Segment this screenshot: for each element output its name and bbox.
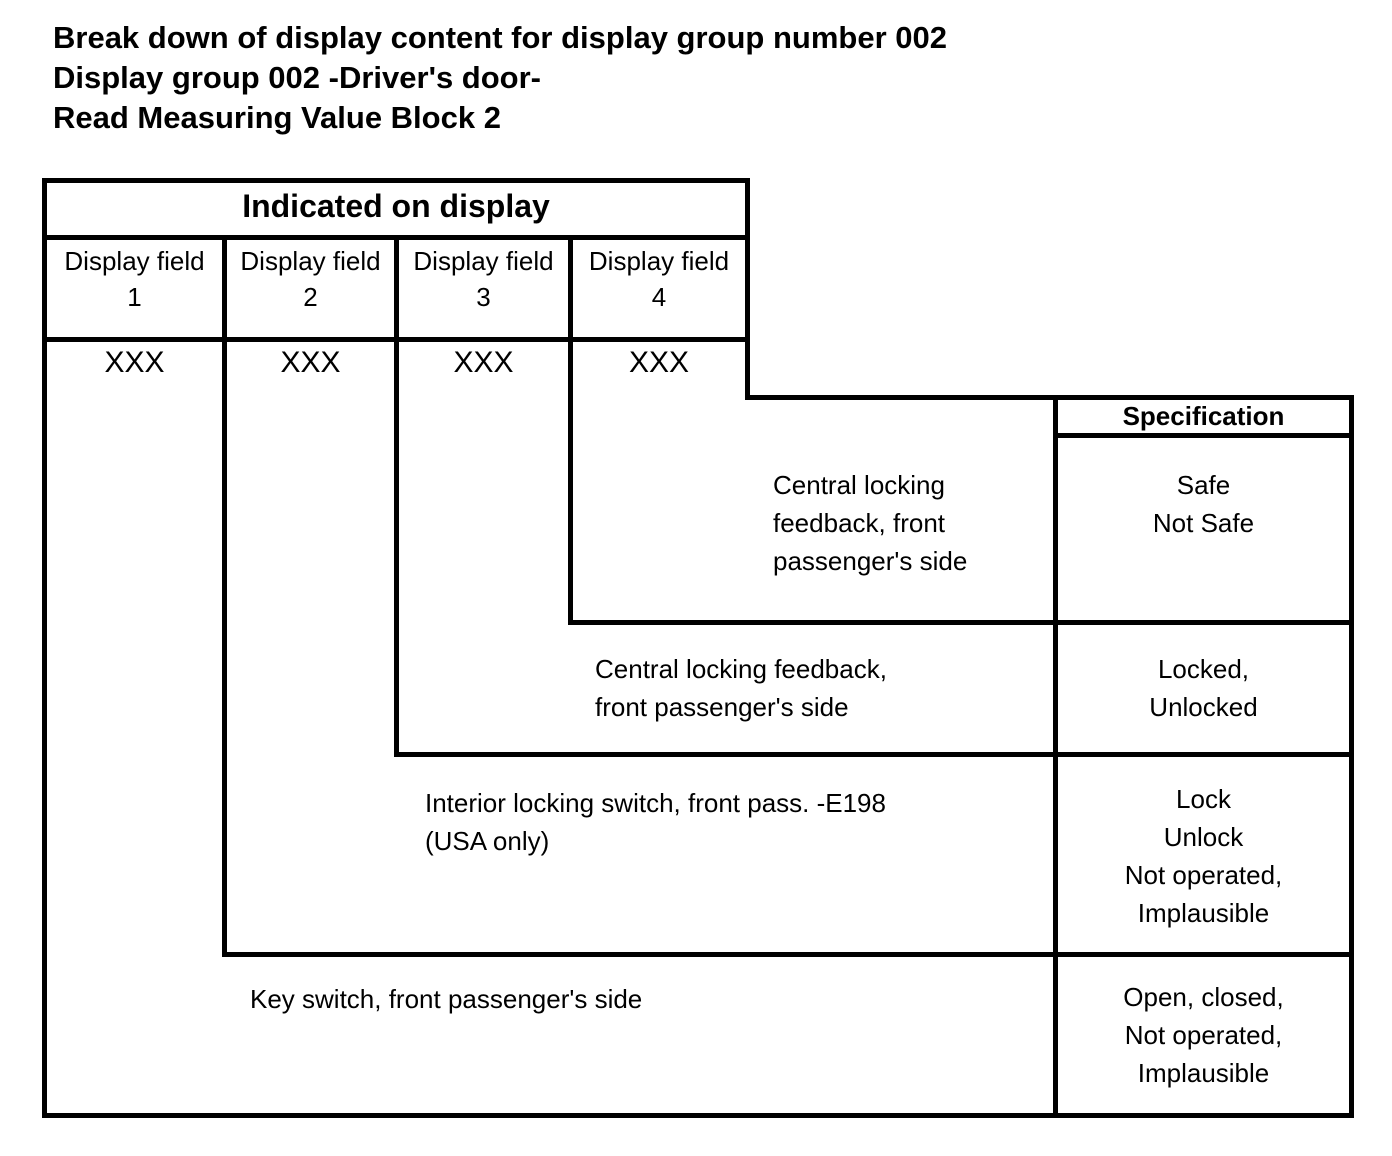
display-field-2-header: Display field 2 bbox=[222, 243, 399, 315]
grid-line-row2-bottom bbox=[394, 752, 1354, 757]
row2-specification-line1: Locked, bbox=[1157, 654, 1250, 684]
display-field-1-number: 1 bbox=[127, 282, 142, 312]
row3-specification: Lock Unlock Not operated, Implausible bbox=[1053, 780, 1354, 932]
display-field-2-value: XXX bbox=[280, 346, 341, 379]
row4-specification-line1: Open, closed, bbox=[1123, 982, 1284, 1012]
page-title-line-1: Break down of display content for displa… bbox=[53, 20, 947, 55]
row4-description-line1: Key switch, front passenger's side bbox=[250, 984, 643, 1014]
grid-line-under-display-header bbox=[42, 235, 750, 240]
page-title: Break down of display content for displa… bbox=[53, 18, 947, 138]
display-field-4-header: Display field 4 bbox=[568, 243, 750, 315]
display-field-3-label: Display field bbox=[413, 246, 554, 276]
page-title-line-3: Read Measuring Value Block 2 bbox=[53, 100, 501, 135]
indicated-on-display-header: Indicated on display bbox=[242, 188, 550, 224]
row4-specification-line3: Implausible bbox=[1137, 1058, 1270, 1088]
row1-specification: Safe Not Safe bbox=[1053, 466, 1354, 542]
row3-specification-line2: Unlock bbox=[1163, 822, 1244, 852]
display-field-2-number: 2 bbox=[303, 282, 318, 312]
row1-description-line1: Central locking bbox=[773, 470, 945, 500]
grid-line-col4-right-edge bbox=[745, 178, 750, 400]
grid-line-row3-bottom bbox=[222, 952, 1354, 957]
display-field-1-value: XXX bbox=[104, 346, 165, 379]
grid-line-col1-col2-divider bbox=[222, 235, 227, 957]
grid-line-step-field4 bbox=[745, 395, 1354, 400]
display-field-1-label: Display field bbox=[64, 246, 205, 276]
display-field-4-label: Display field bbox=[588, 246, 730, 276]
row1-specification-line1: Safe bbox=[1176, 470, 1231, 500]
grid-line-col3-col4-divider bbox=[568, 235, 573, 625]
row2-specification: Locked, Unlocked bbox=[1053, 650, 1354, 726]
grid-line-row1-bottom bbox=[568, 620, 1354, 625]
row1-description-line3: passenger's side bbox=[773, 546, 968, 576]
row1-description: Central locking feedback, front passenge… bbox=[773, 466, 967, 580]
row3-specification-line1: Lock bbox=[1176, 784, 1231, 814]
grid-line-under-spec-header bbox=[1053, 433, 1354, 438]
row1-specification-line2: Not Safe bbox=[1152, 508, 1255, 538]
display-field-1-header: Display field 1 bbox=[42, 243, 227, 315]
display-field-3-value: XXX bbox=[453, 346, 514, 379]
row2-description-line2: front passenger's side bbox=[595, 692, 849, 722]
grid-line-table-top bbox=[42, 178, 750, 183]
row3-specification-line3: Not operated, bbox=[1124, 860, 1283, 890]
display-field-2-label: Display field bbox=[240, 246, 381, 276]
grid-line-col2-col3-divider bbox=[394, 235, 399, 757]
display-field-3-header: Display field 3 bbox=[394, 243, 573, 315]
row3-specification-line4: Implausible bbox=[1137, 898, 1270, 928]
page-title-line-2: Display group 002 -Driver's door- bbox=[53, 60, 541, 95]
row4-specification-line2: Not operated, bbox=[1124, 1020, 1283, 1050]
row3-description: Interior locking switch, front pass. -E1… bbox=[425, 784, 886, 860]
display-field-3-number: 3 bbox=[476, 282, 491, 312]
row1-description-line2: feedback, front bbox=[773, 508, 945, 538]
row4-description: Key switch, front passenger's side bbox=[250, 980, 642, 1018]
display-field-4-value: XXX bbox=[628, 346, 690, 379]
row2-description-line1: Central locking feedback, bbox=[595, 654, 887, 684]
row4-specification: Open, closed, Not operated, Implausible bbox=[1053, 978, 1354, 1092]
row3-description-line2: (USA only) bbox=[425, 826, 550, 856]
row3-description-line1: Interior locking switch, front pass. -E1… bbox=[425, 788, 886, 818]
grid-line-under-field-headers bbox=[42, 337, 750, 342]
specification-header: Specification bbox=[1122, 401, 1285, 431]
grid-line-table-bottom bbox=[42, 1113, 1354, 1118]
row2-specification-line2: Unlocked bbox=[1149, 692, 1258, 722]
display-field-4-number: 4 bbox=[651, 282, 667, 312]
grid-line-left-edge bbox=[42, 178, 47, 1118]
row2-description: Central locking feedback, front passenge… bbox=[595, 650, 887, 726]
